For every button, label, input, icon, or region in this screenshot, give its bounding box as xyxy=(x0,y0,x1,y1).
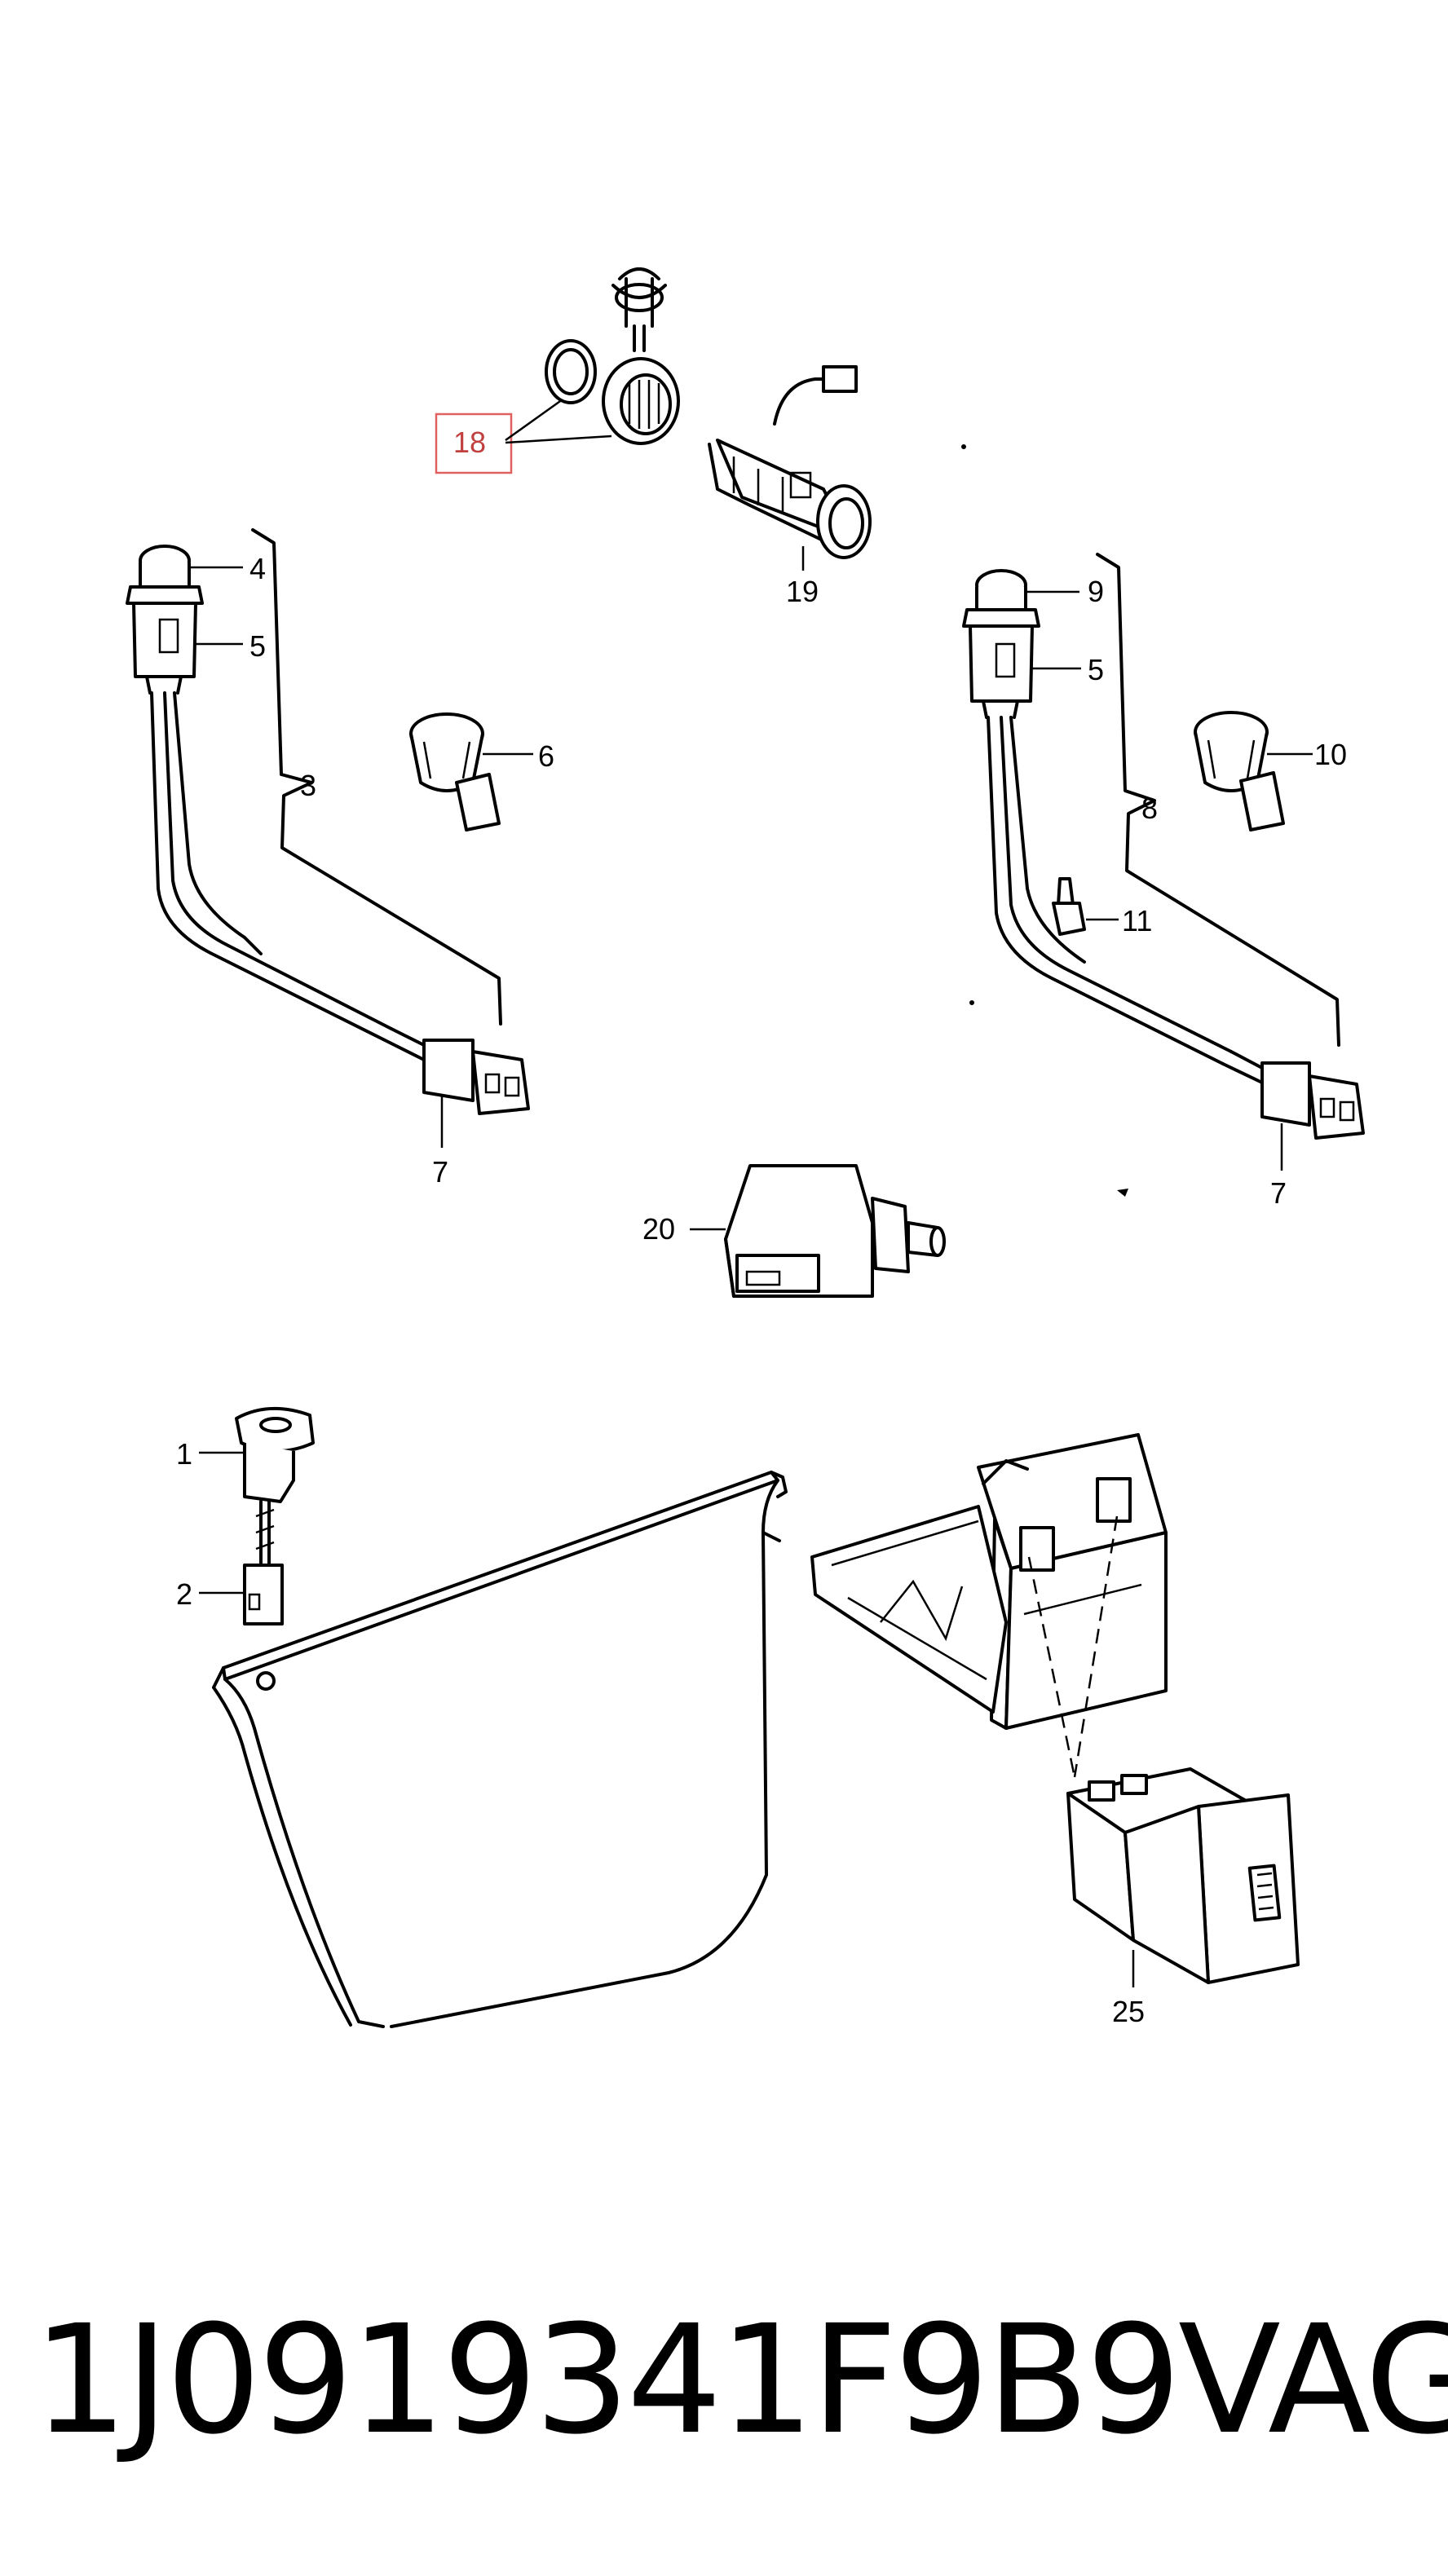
callout-18-highlight-box[interactable] xyxy=(435,412,513,474)
callout-10: 10 xyxy=(1314,738,1347,771)
part-25-switch xyxy=(1066,1767,1300,1984)
part-3-left-harness xyxy=(126,528,530,1115)
glove-box-trim xyxy=(212,1471,788,2028)
callout-11: 11 xyxy=(1122,904,1152,937)
callout-7-right: 7 xyxy=(1270,1176,1287,1210)
footer: 1J0919341F9B9 VAG xyxy=(33,2293,1448,2468)
callout-4: 4 xyxy=(249,552,266,585)
callout-1: 1 xyxy=(176,1437,192,1471)
callout-3: 3 xyxy=(300,769,316,802)
part-6-grommet xyxy=(409,712,501,831)
speck xyxy=(1117,1189,1128,1197)
part-20-switch xyxy=(724,1164,946,1298)
callout-7-left: 7 xyxy=(432,1155,448,1189)
part-18-socket-cap xyxy=(545,267,680,445)
part-2-connector xyxy=(243,1564,284,1625)
callout-19: 19 xyxy=(786,575,819,608)
callout-2: 2 xyxy=(176,1577,192,1611)
part-number: 1J0919341F9B9 xyxy=(33,2293,1181,2468)
callout-6: 6 xyxy=(538,739,554,773)
callout-18: 18 xyxy=(453,426,486,459)
speck xyxy=(961,444,966,449)
callout-8: 8 xyxy=(1141,792,1158,825)
callout-25: 25 xyxy=(1112,1995,1145,2028)
callout-20: 20 xyxy=(642,1212,675,1246)
part-19-lighter-socket xyxy=(708,365,872,559)
callout-5-left: 5 xyxy=(249,629,266,663)
callout-5-right: 5 xyxy=(1088,653,1104,686)
part-11-bulb xyxy=(1052,877,1086,936)
part-10-grommet xyxy=(1194,711,1285,831)
brand: VAG xyxy=(1178,2293,1448,2468)
switch-panel-housing xyxy=(810,1433,1168,1730)
part-8-right-harness xyxy=(962,553,1365,1140)
parts-diagram: 18 19 4 5 3 xyxy=(126,267,1365,2028)
speck xyxy=(969,1000,974,1005)
part-1-lamp xyxy=(235,1407,315,1567)
callout-9: 9 xyxy=(1088,575,1104,608)
